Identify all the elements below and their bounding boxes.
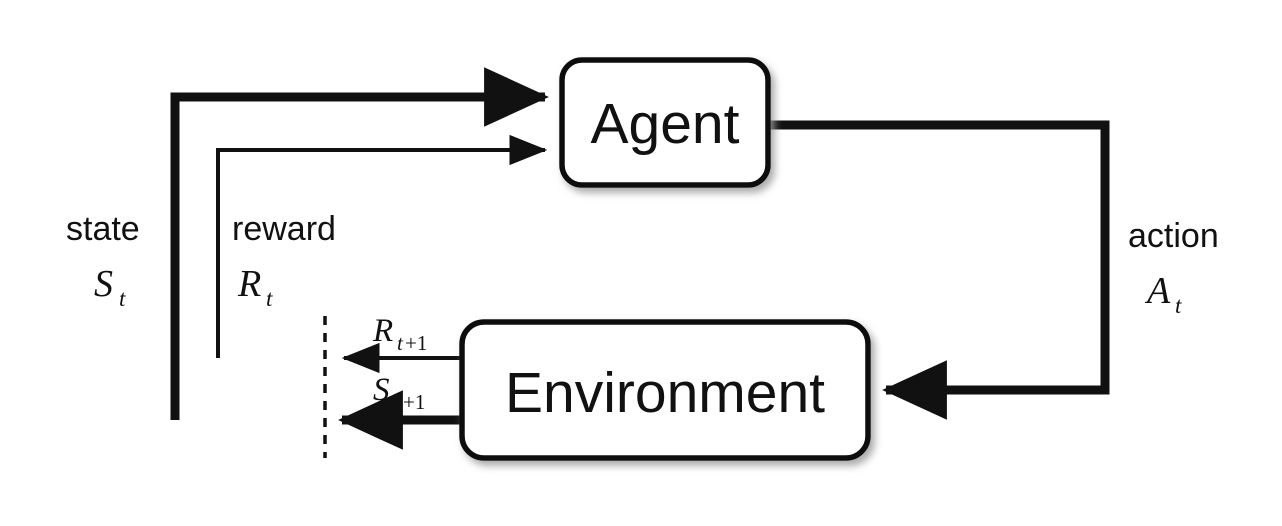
state-next-symbol-label: S (373, 372, 390, 408)
action-symbol-label: A (1144, 270, 1171, 312)
label-reward-next: R t +1 (372, 313, 427, 355)
action-word-label: action (1128, 217, 1219, 255)
state-next-subscript-var: t (395, 390, 402, 414)
reward-next-subscript-var: t (397, 331, 404, 355)
reward-next-symbol-label: R (372, 313, 393, 349)
state-symbol-label: S (94, 263, 113, 305)
reward-symbol-label: R (237, 263, 261, 305)
edge-state-to-agent (170, 67, 549, 420)
edge-action-to-environment (768, 120, 1110, 420)
state-word-label: state (66, 210, 140, 248)
environment-box-label: Environment (505, 361, 825, 425)
action-subscript-label: t (1175, 293, 1182, 318)
reward-arrow-path (216, 134, 548, 358)
reward-word-label: reward (232, 210, 336, 248)
agent-box-label: Agent (591, 92, 740, 156)
node-agent[interactable]: Agent (559, 57, 771, 188)
label-action: action A t (1128, 217, 1219, 318)
state-next-subscript-op: +1 (403, 390, 425, 414)
label-state-next: S t +1 (373, 372, 425, 414)
reward-subscript-label: t (266, 286, 273, 311)
state-subscript-label: t (119, 286, 126, 311)
environment-box-shape (459, 319, 871, 461)
label-state: state S t (66, 210, 140, 311)
state-arrow-path (170, 67, 549, 420)
node-environment[interactable]: Environment (459, 319, 871, 461)
label-reward: reward R t (232, 210, 336, 311)
agent-box-shape (559, 57, 771, 188)
reward-next-subscript-op: +1 (405, 331, 427, 355)
action-arrow-path (768, 120, 1110, 420)
edge-reward-to-agent (216, 134, 548, 358)
